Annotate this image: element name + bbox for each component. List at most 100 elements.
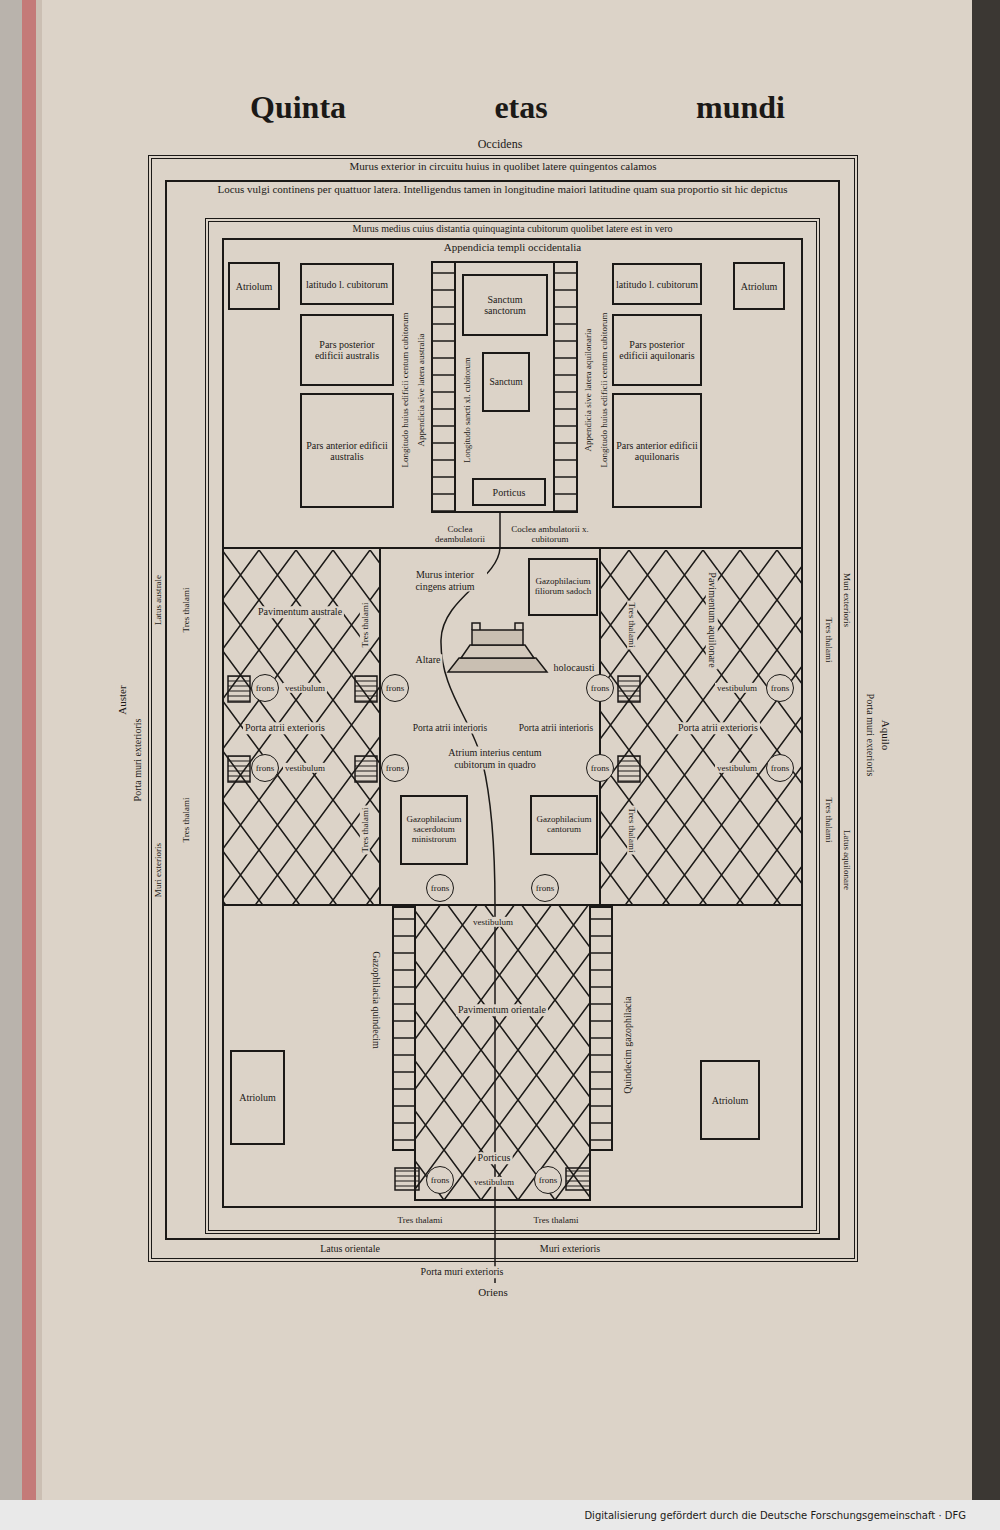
room-box: Pars anterior edificii australis: [300, 393, 394, 508]
plan-label: Longitudo huius edificii centum cubitoru…: [599, 311, 609, 470]
plan-label: vestibulum: [715, 763, 759, 773]
room-name: Atriolum: [737, 281, 781, 292]
room-name: Gazophilacium sacerdotum ministrorum: [404, 815, 464, 845]
gate-steps: [228, 676, 250, 702]
wall-frame: Murus exterior in circuitu huius in quol…: [148, 155, 858, 1262]
page-title: Quinta etas mundi: [250, 90, 785, 125]
plan-label: Tres thalami: [824, 616, 834, 665]
room-name: Pars anterior edificii aquilonaris: [616, 440, 698, 462]
gate-steps: [355, 756, 377, 782]
gate-circle: frons: [426, 1166, 454, 1194]
court-walls: [224, 548, 801, 905]
gate-label: frons: [587, 684, 613, 693]
plan-label: Muri exterioris: [842, 571, 852, 629]
room-name: Gazophilacium filiorum sadoch: [532, 577, 594, 597]
gate-label: frons: [587, 764, 613, 773]
plan-label: Longitudo sancti xl. cubitorum: [463, 355, 473, 464]
gate-label: frons: [382, 764, 408, 773]
gate-steps: [228, 756, 250, 782]
wall-inscription: Murus exterior in circuitu huius in quol…: [345, 160, 660, 173]
gate-steps: [566, 1168, 590, 1190]
plan-label: vestibulum: [283, 683, 327, 693]
plan-label: Latus australe: [153, 573, 163, 627]
eastern-pavement-hatch: [415, 905, 590, 1200]
plan-label: Porta atrii interioris: [517, 723, 595, 734]
southern-pavement-hatch: [224, 550, 380, 905]
gate-label: frons: [767, 764, 793, 773]
gate-circle: frons: [531, 874, 559, 902]
room-name: Gazophilacium cantorum: [534, 815, 594, 835]
plan-label: Tres thalami: [627, 601, 637, 650]
gate-steps: [618, 676, 640, 702]
room-box: Sanctum sanctorum: [462, 274, 548, 336]
chamber-row: [590, 907, 612, 1150]
gate-circle: frons: [251, 754, 279, 782]
room-box: Gazophilacium cantorum: [530, 795, 598, 855]
plan-label: Tres thalami: [396, 1215, 445, 1225]
gate-circle: frons: [534, 1166, 562, 1194]
plan-label: Muri exterioris: [538, 1243, 602, 1255]
plan-label: Tres thalami: [627, 806, 637, 855]
gate-circle: frons: [766, 674, 794, 702]
room-name: Atriolum: [234, 1092, 281, 1103]
temple-outline: [432, 262, 577, 512]
gate-steps: [618, 756, 640, 782]
room-box: Gazophilacium filiorum sadoch: [528, 558, 598, 616]
plan-label: Longitudo huius edificii centum cubitoru…: [400, 311, 410, 470]
room-box: Pars posterior edificii aquilonaris: [612, 314, 702, 386]
dark-margin: [972, 0, 1000, 1500]
wall-inscription: Murus medius cuius distantia quinquagint…: [349, 223, 677, 235]
plan-label: Oriens: [476, 1286, 509, 1299]
plan-label: Atrium interius centum cubitorum in quad…: [431, 747, 560, 770]
gate-circle: frons: [766, 754, 794, 782]
plan-label: Pavimentum orientale: [456, 1004, 548, 1016]
gate-steps: [395, 1168, 419, 1190]
plan-label: Latus orientale: [318, 1243, 382, 1255]
room-name: Atriolum: [704, 1095, 756, 1106]
east-court-wall: [415, 905, 590, 1200]
chamber-row: [393, 907, 415, 1150]
gate-label: frons: [532, 884, 558, 893]
plan-label: Pavimentum australe: [256, 606, 344, 618]
gate-circle: frons: [381, 674, 409, 702]
side-chambers: [554, 262, 577, 512]
plan-label: Porta atrii exterioris: [676, 722, 760, 734]
gate-circle: frons: [381, 754, 409, 782]
room-name: Sanctum: [486, 377, 526, 387]
gate-label: frons: [382, 684, 408, 693]
room-name: latitudo l. cubitorum: [304, 279, 390, 290]
room-name: Porticus: [476, 487, 542, 498]
room-box: Gazophilacium sacerdotum ministrorum: [400, 795, 468, 865]
plan-label: Coclea ambulatorii x. cubitorum: [508, 524, 592, 545]
plan-label: Murus interior cingens atrium: [403, 569, 487, 592]
gate-circle: frons: [586, 754, 614, 782]
plan-label: Tres thalami: [181, 586, 191, 635]
room-box: Pars posterior edificii australis: [300, 314, 394, 386]
plan-label: Appendicia sive latera australia: [416, 331, 426, 448]
plan-label: Coclea deambulatorii: [427, 524, 493, 545]
gate-circle: frons: [586, 674, 614, 702]
plan-label: Porta muri exterioris: [864, 692, 876, 779]
plan-label: Occidens: [476, 138, 525, 152]
gate-label: frons: [535, 1176, 561, 1185]
plan-label: Tres thalami: [181, 796, 191, 845]
room-box: latitudo l. cubitorum: [300, 263, 394, 305]
plan-label: Appendicia sive latera aquilonaria: [583, 326, 593, 453]
plan-label: Porticus: [476, 1152, 513, 1164]
plan-label: Porta muri exterioris: [419, 1266, 506, 1278]
room-box: Sanctum: [482, 352, 530, 412]
gate-label: frons: [767, 684, 793, 693]
room-box: Porticus: [472, 478, 546, 506]
wall-inscription: Appendicia templi occidentalia: [440, 241, 585, 254]
gate-label: frons: [252, 684, 278, 693]
plan-label: vestibulum: [471, 917, 515, 927]
plan-label: vestibulum: [472, 1177, 516, 1187]
plan-label: Aquilo: [880, 718, 893, 753]
watermark: Digitalisierung gefördert durch die Deut…: [582, 1510, 968, 1522]
room-name: latitudo l. cubitorum: [616, 279, 698, 290]
plan-label: Altare: [414, 654, 443, 666]
gate-label: frons: [427, 884, 453, 893]
gate-circle: frons: [426, 874, 454, 902]
wall-frame: Locus vulgi continens per quattuor later…: [165, 180, 840, 1240]
